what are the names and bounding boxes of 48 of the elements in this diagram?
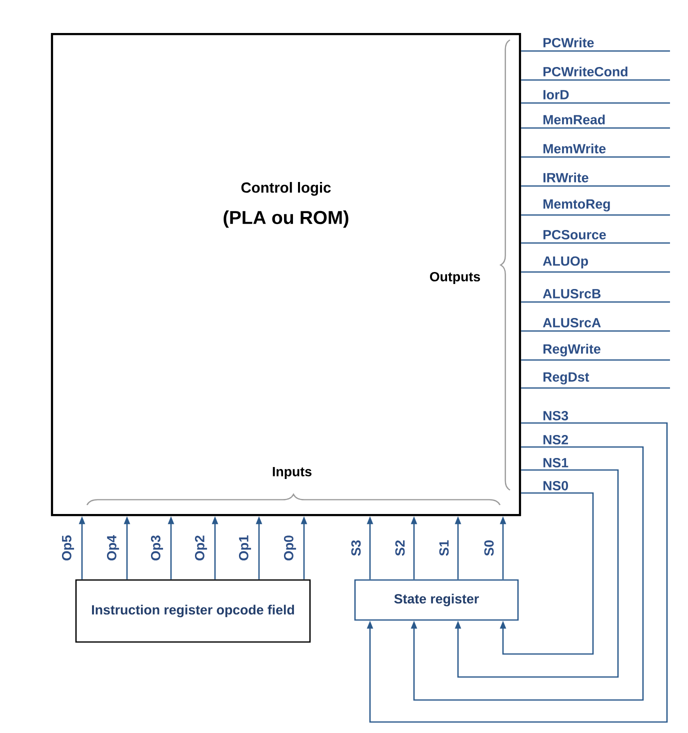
edge-label: RegDst (544, 372, 590, 384)
edge-label: S2 (395, 540, 405, 556)
register-box: State register (354, 579, 519, 621)
signal-line (521, 127, 670, 129)
edge-label: Op0 (284, 536, 296, 560)
edge-label: PCWrite (544, 38, 594, 48)
edge-label: ALUOp (542, 256, 588, 268)
edge-label: NS0 (544, 480, 568, 490)
edge-label: MemRead (544, 114, 605, 124)
edge-label: IorD (544, 90, 569, 100)
edge-label: S0 (484, 540, 494, 556)
edge-label: S3 (351, 540, 361, 556)
edge-label: Op5 (62, 535, 74, 560)
signal-line (521, 330, 670, 332)
signal-line (521, 102, 670, 104)
edge-label: Op3 (150, 536, 164, 560)
edge-label: ALUSrcA (542, 318, 601, 328)
edge-label: IRWrite (544, 172, 588, 182)
signal-line (521, 387, 670, 389)
edge-label: PCSource (544, 230, 606, 240)
edge-label: RegWrite (544, 344, 600, 356)
signal-line (521, 359, 670, 361)
edge-label: S1 (439, 540, 449, 556)
edge-label: Op1 (238, 535, 252, 560)
signal-line (521, 185, 670, 187)
register-box: Instruction register opcode field (75, 579, 311, 643)
arrow (454, 469, 619, 678)
edge-label: Op2 (194, 536, 208, 560)
signal-line (521, 242, 670, 244)
edge-label: NS1 (544, 458, 568, 468)
edge-label: ALUSrcB (542, 288, 601, 298)
edge-label: Op4 (106, 535, 120, 560)
signal-line (521, 50, 670, 52)
signal-line (521, 271, 670, 273)
signal-line (521, 156, 670, 158)
edge-label: MemtoReg (544, 199, 610, 212)
arrow (500, 492, 594, 655)
edge-label: NS3 (544, 410, 568, 420)
signal-line (521, 301, 670, 303)
brace-label: Inputs (272, 467, 312, 479)
edge-label: PCWriteCond (544, 66, 628, 76)
arrow (366, 422, 668, 723)
edge-label: NS2 (544, 434, 568, 444)
signal-line (521, 79, 670, 81)
signal-line (521, 214, 670, 216)
arrow (410, 446, 644, 701)
brace-label: Outputs (430, 272, 480, 284)
edge-label: MemWrite (544, 144, 606, 154)
